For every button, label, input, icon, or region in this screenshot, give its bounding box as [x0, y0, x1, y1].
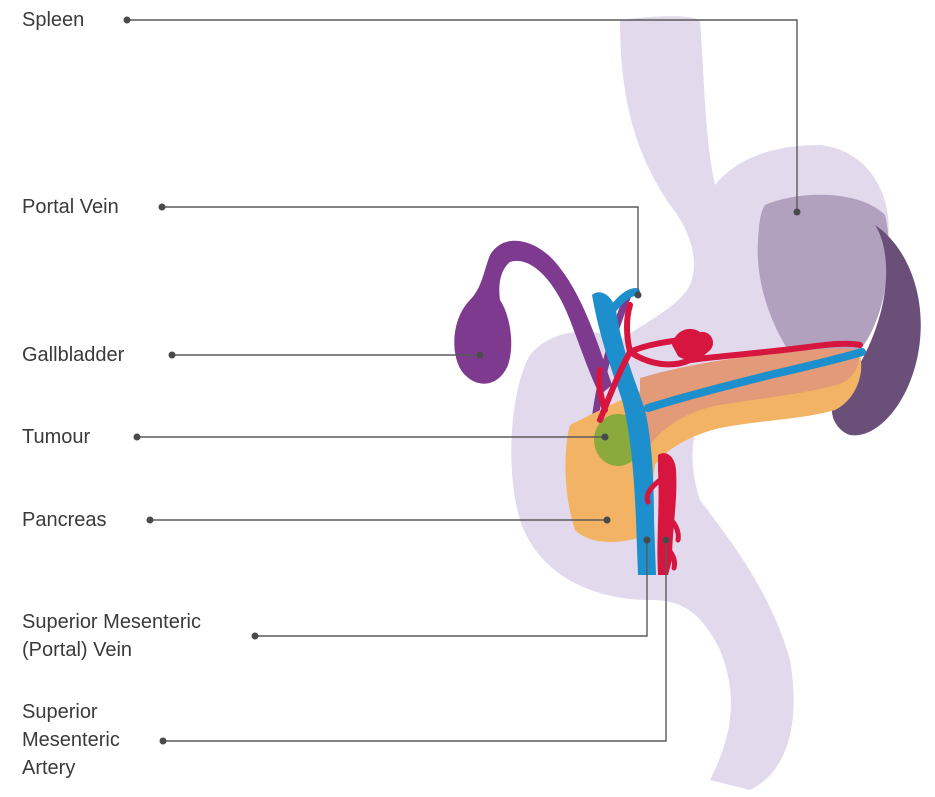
smv-label: Superior Mesenteric (Portal) Vein [22, 608, 201, 664]
tumour-label: Tumour [22, 423, 90, 451]
sma-start-dot [160, 738, 167, 745]
portal-vein-start-dot [159, 204, 166, 211]
spleen-start-dot [124, 17, 131, 24]
smv-start-dot [252, 633, 259, 640]
tumour-start-dot [134, 434, 141, 441]
smv-label-line-2: (Portal) Vein [22, 636, 201, 664]
smv-label-line-1: Superior Mesenteric [22, 608, 201, 636]
pancreas-label: Pancreas [22, 506, 107, 534]
gallbladder-end-dot [477, 352, 484, 359]
spleen-end-dot [794, 209, 801, 216]
smv-end-dot [644, 537, 651, 544]
gallbladder-label: Gallbladder [22, 341, 124, 369]
sma-label: Superior Mesenteric Artery [22, 698, 120, 782]
sma-end-dot [663, 537, 670, 544]
sma-label-line-1: Superior [22, 698, 120, 726]
pancreas-end-dot [604, 517, 611, 524]
portal-vein-label: Portal Vein [22, 193, 119, 221]
gallbladder-start-dot [169, 352, 176, 359]
pancreas-start-dot [147, 517, 154, 524]
sma-label-line-3: Artery [22, 754, 120, 782]
portal-vein-end-dot [635, 292, 642, 299]
tumour-end-dot [602, 434, 609, 441]
sma-label-line-2: Mesenteric [22, 726, 120, 754]
spleen-label: Spleen [22, 6, 84, 34]
